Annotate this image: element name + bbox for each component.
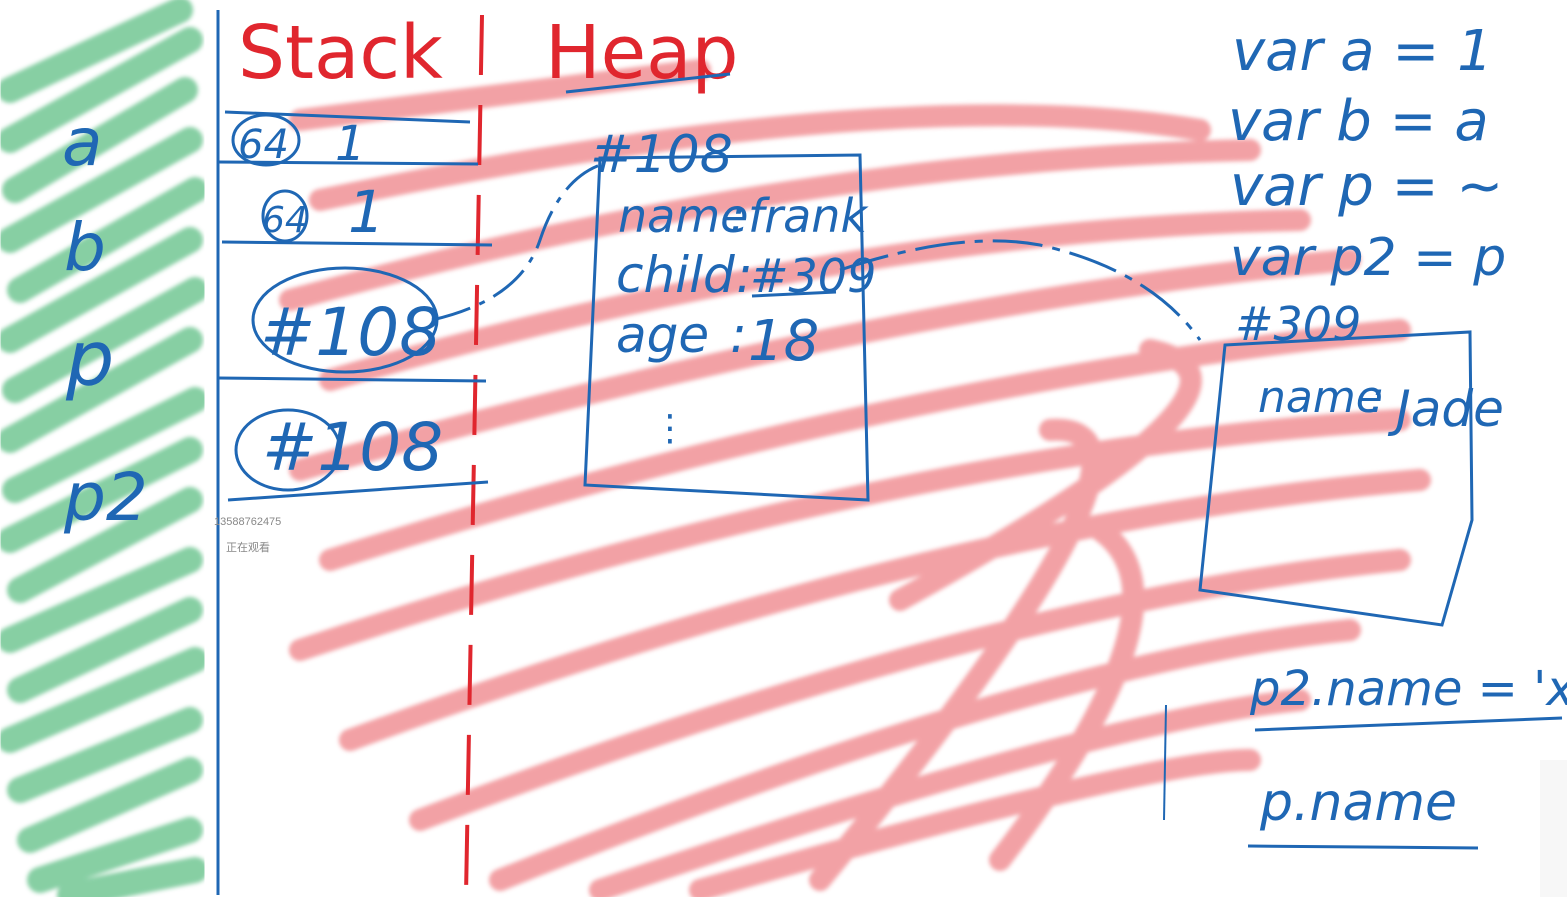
statement-line: p2.name = 'x' <box>1249 661 1567 717</box>
stack-cell-b-value: 1 <box>348 178 385 246</box>
viewer-id: 13588762475 <box>214 516 282 528</box>
heap-field-colon: : <box>736 246 753 304</box>
stack-label: Stack <box>238 10 443 96</box>
heap-field-key: child <box>616 246 735 304</box>
stack-cell-b-size: 64 <box>262 200 308 241</box>
heap-field-colon: : <box>730 306 747 364</box>
heap-object-1-address: #108 <box>590 125 733 185</box>
bit-size-circle <box>261 189 309 243</box>
pointer-arrow <box>431 163 601 322</box>
stack-cell-a-value: 1 <box>335 116 366 172</box>
code-line: var a = 1 <box>1232 19 1493 84</box>
stack-cell-a-size: 64 <box>238 122 289 168</box>
heap-field-value: Jade <box>1387 380 1504 438</box>
red-scribble <box>279 59 1431 897</box>
heap-object-1-box <box>583 153 870 502</box>
stack-cell-p-value: #108 <box>260 294 441 371</box>
code-line: var p = ~ <box>1230 154 1503 219</box>
stack-heap-divider <box>464 14 484 896</box>
statement-line: p.name <box>1259 773 1457 833</box>
heap-field-colon: : <box>1370 372 1385 423</box>
heap-field-key: age <box>616 306 709 364</box>
var-p-label: p <box>65 314 114 403</box>
var-p2-label: p2 <box>63 459 148 536</box>
child-address-underline <box>751 290 837 298</box>
edge-panel <box>1540 760 1567 897</box>
statement-divider <box>1163 704 1167 821</box>
heap-ellipsis: ⋮ <box>652 408 688 449</box>
heap-field-key: name <box>1258 372 1383 423</box>
green-scribble <box>0 0 208 897</box>
bit-size-circle <box>231 113 301 167</box>
heap-label: Heap <box>545 10 739 96</box>
statement-underline <box>1247 844 1479 850</box>
heap-field-value: frank <box>748 189 869 243</box>
var-b-label: b <box>64 209 106 286</box>
code-line: var b = a <box>1228 89 1489 154</box>
pointer-arrow <box>839 239 1202 341</box>
heap-object-2-box <box>1198 330 1474 627</box>
var-a-label: a <box>62 104 102 181</box>
heap-field-colon: : <box>730 189 746 243</box>
code-line: var p2 = p <box>1230 228 1506 288</box>
heap-field-key: name <box>618 189 748 243</box>
viewer-status: 正在观看 <box>226 542 270 554</box>
stack-cell-p2-value: #108 <box>262 409 443 486</box>
address-circle <box>234 408 342 492</box>
statement-underline <box>1254 716 1563 732</box>
heap-label-underline <box>565 72 731 94</box>
heap-field-value: 18 <box>748 309 819 374</box>
